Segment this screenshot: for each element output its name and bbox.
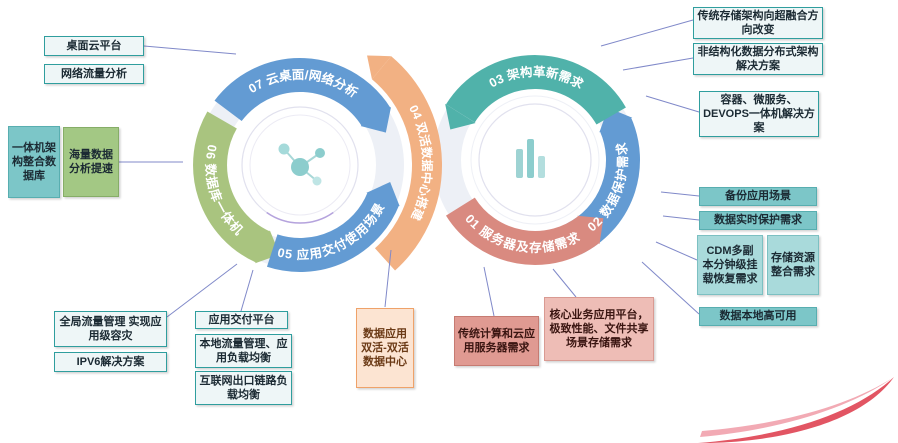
left-ring (193, 55, 442, 272)
arc-04-segment (367, 55, 442, 271)
label-desktop-cloud: 桌面云平台 (44, 36, 144, 56)
label-container-devops: 容器、微服务、DEVOPS一体机解决方案 (699, 91, 819, 137)
label-core-business: 核心业务应用平台，极致性能、文件共享场景存储需求 (544, 297, 654, 361)
connector-line (240, 269, 254, 312)
label-dual-active: 数据应用双活-双活数据中心 (356, 308, 414, 388)
label-unstructured: 非结构化数据分布式架构解决方案 (693, 43, 823, 75)
label-global-traffic: 全局流量管理 实现应用级容灾 (54, 311, 167, 347)
label-massive-data: 海量数据分析提速 (63, 127, 119, 197)
connector-line (384, 249, 392, 308)
label-ipv6: IPV6解决方案 (54, 352, 167, 372)
label-cdm: CDM多副本分钟级挂载恢复需求 (697, 235, 763, 295)
label-allinone-db: 一体机架构整合数据库 (8, 126, 60, 198)
connector-line (552, 268, 577, 298)
arc-07-segment (214, 57, 392, 133)
label-hyper-converged: 传统存储架构向超融合方向改变 (693, 7, 823, 39)
label-traditional-compute: 传统计算和云应用服务器需求 (454, 316, 539, 366)
connector-line (662, 215, 700, 221)
label-internet-lb: 互联网出口链路负载均衡 (195, 371, 292, 405)
connector-line (655, 241, 698, 261)
connector-line (166, 263, 238, 318)
label-local-ha: 数据本地高可用 (699, 307, 817, 326)
arc-01-segment (445, 197, 604, 265)
right-ring (445, 55, 640, 265)
label-local-lb: 本地流量管理、应用负载均衡 (195, 334, 292, 368)
connector-line (622, 57, 694, 71)
arc-03-segment (445, 55, 626, 130)
connector-line (600, 19, 694, 47)
label-network-traffic: 网络流量分析 (44, 64, 144, 84)
connector-line (645, 95, 700, 113)
label-storage-integration: 存储资源整合需求 (767, 235, 819, 295)
swoosh-arrow (698, 377, 894, 443)
molecule-network-icon (278, 143, 325, 186)
connector-line (660, 191, 700, 197)
bar-chart-icon (516, 139, 545, 178)
label-backup-scene: 备份应用场景 (699, 187, 817, 206)
connector-line (483, 266, 495, 317)
connector-line (143, 45, 237, 55)
arc-05-segment (266, 182, 400, 272)
arc-06-segment (193, 111, 280, 264)
connector-line (641, 261, 700, 315)
label-realtime-protect: 数据实时保护需求 (699, 211, 817, 230)
connector-lines (119, 19, 700, 318)
label-app-delivery: 应用交付平台 (195, 311, 288, 329)
